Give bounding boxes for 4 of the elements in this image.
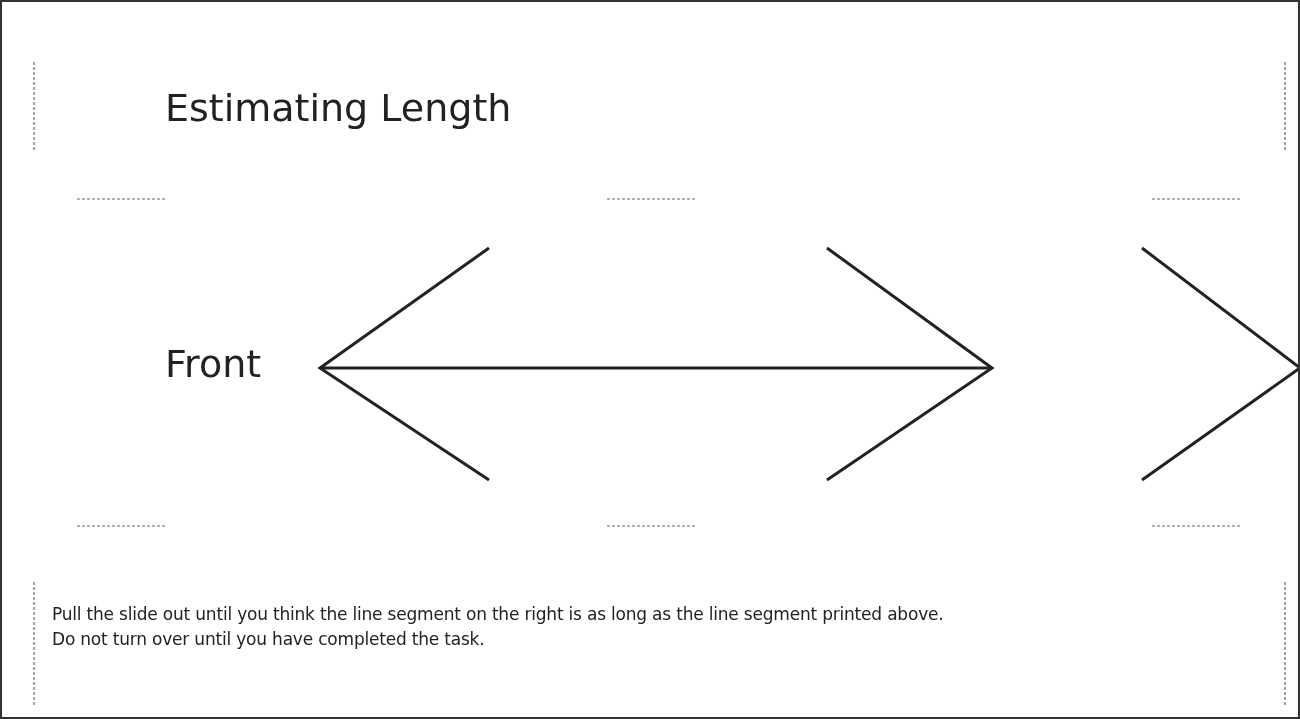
side-label: Front [165,342,262,386]
instruction-text: Pull the slide out until you think the line segment on the right is as long as the line segment printed above. [52,604,944,624]
instruction-text: Do not turn over until you have completed the task. [52,629,485,649]
title: Estimating Length [165,86,512,130]
